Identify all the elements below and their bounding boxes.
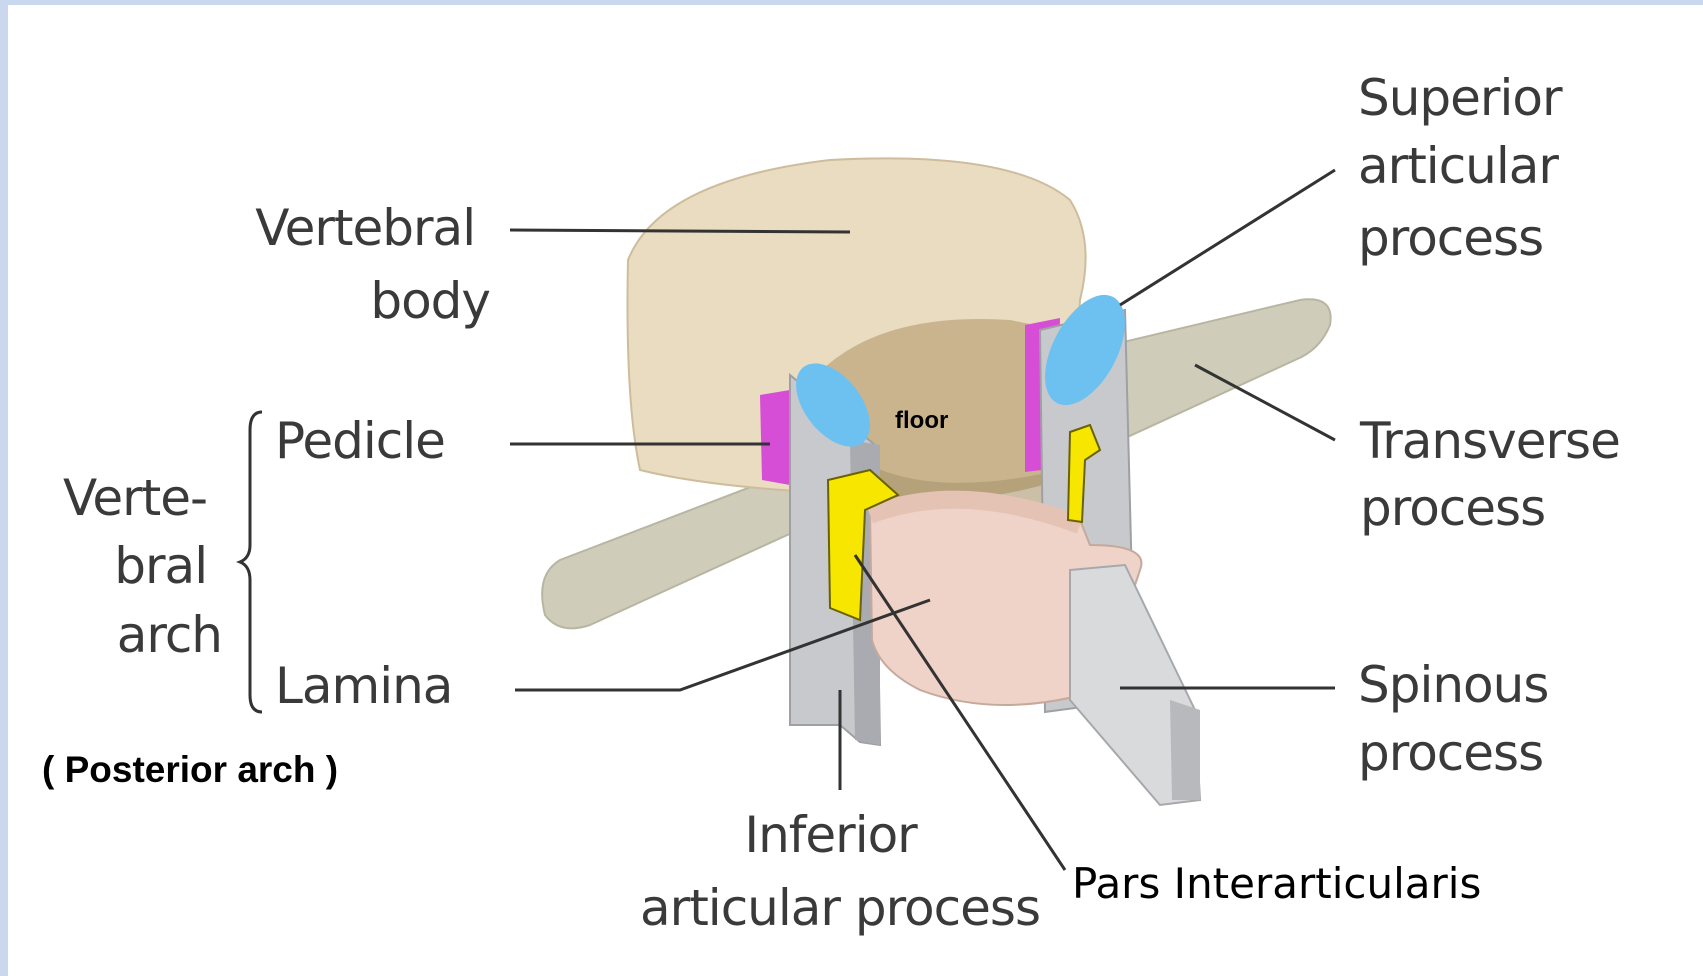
vertebral-arch-brace xyxy=(240,412,262,712)
leader-vertebral-body xyxy=(510,230,850,232)
label-spinous-process: Spinous process xyxy=(1358,656,1563,782)
label-vertebral-arch: Verte- bral arch xyxy=(63,469,222,664)
label-pars-interarticularis: Pars Interarticularis xyxy=(1072,859,1481,908)
pedicle-left xyxy=(760,390,790,485)
label-lamina: Lamina xyxy=(275,657,452,715)
label-superior-articular-process: Superior articular process xyxy=(1358,69,1576,267)
label-posterior-arch: ( Posterior arch ) xyxy=(42,749,338,790)
label-vertebral-body: Vertebral body xyxy=(255,199,490,330)
label-floor: floor xyxy=(895,407,948,434)
label-transverse-process: Transverse process xyxy=(1359,412,1635,537)
leader-superior-articular xyxy=(1120,170,1335,305)
label-pedicle: Pedicle xyxy=(275,412,445,470)
leader-transverse xyxy=(1195,365,1335,440)
transverse-process-left xyxy=(542,470,820,628)
spinous-process-shade xyxy=(1170,700,1200,800)
label-inferior-articular-process: Inferior articular process xyxy=(640,806,1040,937)
